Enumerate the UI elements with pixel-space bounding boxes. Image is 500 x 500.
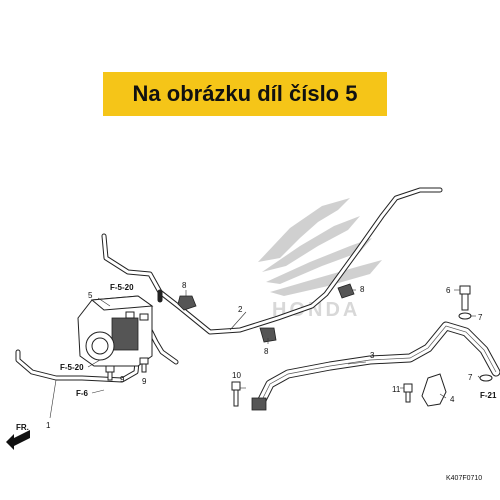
ref-f-5-20-top: F-5-20	[110, 283, 134, 292]
drawing-code: K407F0710	[446, 475, 482, 482]
brake-hose-3	[257, 321, 500, 405]
callout-4: 4	[450, 395, 455, 404]
callout-1: 1	[46, 421, 51, 430]
callout-8b: 8	[264, 347, 269, 356]
ref-f-6: F-6	[76, 389, 89, 398]
bracket-4	[421, 373, 447, 407]
ref-f-5-20-bottom: F-5-20	[60, 363, 84, 372]
clamp-8b	[259, 327, 277, 343]
brake-pipe-2	[101, 187, 443, 335]
ref-f-21: F-21	[480, 391, 497, 400]
callout-9a: 9	[120, 375, 125, 384]
callout-3: 3	[370, 351, 375, 360]
part-number-banner: Na obrázku díl číslo 5	[103, 72, 387, 116]
clamp-8a	[177, 295, 197, 311]
callout-7a: 7	[478, 313, 483, 322]
washer-7a	[458, 312, 472, 320]
clamp-8c	[337, 283, 355, 299]
honda-watermark-text: HONDA	[272, 299, 360, 321]
callout-11: 11	[392, 385, 401, 394]
bolt-6	[459, 285, 471, 311]
callout-5: 5	[88, 291, 93, 300]
direction-label: FR.	[16, 423, 29, 432]
callout-9b: 9	[142, 377, 147, 386]
callout-2: 2	[238, 305, 243, 314]
callout-8a: 8	[182, 281, 187, 290]
washer-7b	[479, 374, 493, 382]
callout-7b: 7	[468, 373, 473, 382]
callout-6: 6	[446, 286, 451, 295]
bolt-11	[403, 383, 413, 403]
bolt-9b	[139, 357, 149, 373]
brake-pipe-lower	[147, 327, 179, 365]
bolt-10	[231, 381, 241, 407]
bolt-9a	[105, 365, 115, 381]
honda-wing-watermark: HONDA	[258, 198, 382, 321]
front-direction-arrow: FR.	[6, 423, 30, 450]
callout-10: 10	[232, 371, 241, 380]
hose-fitting-left	[251, 397, 267, 411]
banner-text: Na obrázku díl číslo 5	[132, 81, 358, 106]
abs-modulator-unit	[77, 295, 154, 367]
callout-8c: 8	[360, 285, 365, 294]
